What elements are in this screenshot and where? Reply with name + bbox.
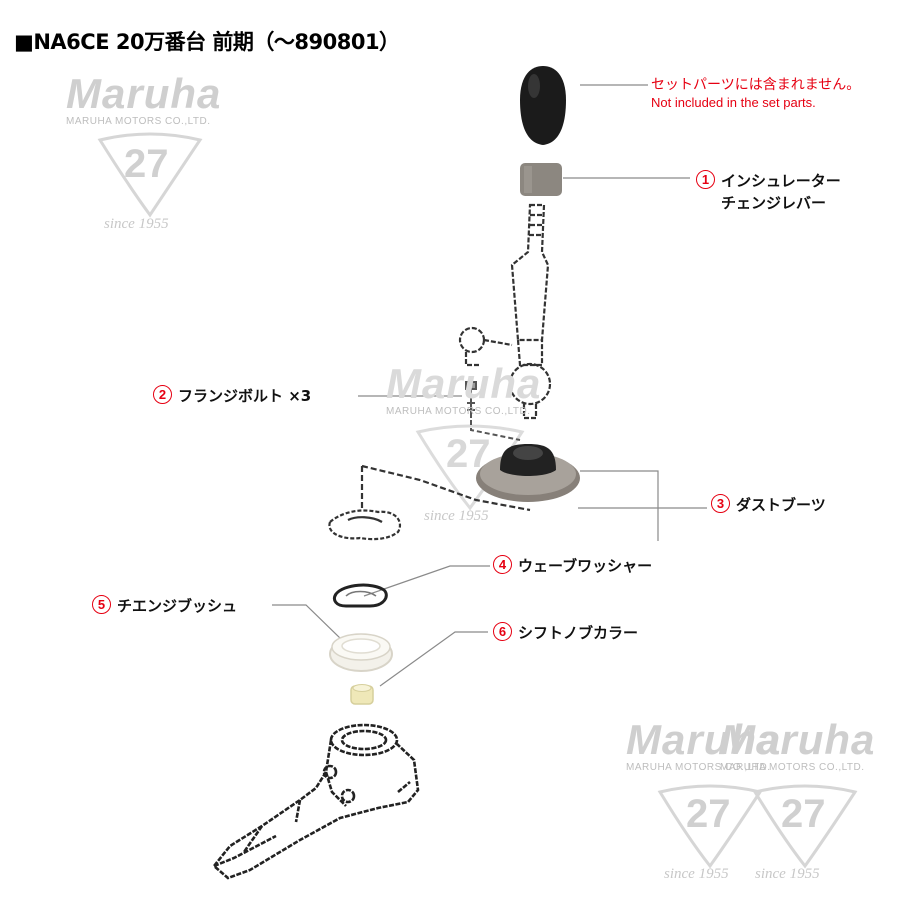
boot-gasket-outline — [328, 464, 531, 541]
dust-boot — [476, 444, 580, 502]
shift-lever-drawing — [458, 203, 552, 420]
leader-part-5 — [272, 604, 343, 641]
leader-lines — [272, 84, 707, 687]
not-included-note-jp: セットパーツには含まれません。 — [651, 77, 861, 93]
part-label-1: 1 インシュレーター チェンジレバー — [696, 170, 841, 214]
part-number-2: 2 — [153, 385, 172, 404]
part-name-3: ダストブーツ — [736, 496, 826, 514]
part-label-2: 2 フランジボルト ×3 — [153, 385, 311, 407]
part-label-6: 6 シフトノブカラー — [493, 622, 638, 644]
leader-part-6 — [379, 631, 488, 687]
shift-lever-housing-drawing — [212, 723, 420, 880]
shift-knob-collar — [350, 684, 374, 705]
watermark-badge-top-left — [97, 132, 203, 218]
not-included-note: セットパーツには含まれません。 Not included in the set … — [651, 77, 860, 111]
leader-part-3 — [580, 470, 659, 541]
part-label-5: 5 チエンジブッシュ — [92, 595, 237, 617]
part-number-1: 1 — [696, 170, 715, 189]
part-number-5: 5 — [92, 595, 111, 614]
part-number-3: 3 — [711, 494, 730, 513]
part-name-6: シフトノブカラー — [518, 624, 639, 642]
watermark-badge-bottom-right-b — [752, 784, 858, 869]
part-name-1-line2: チェンジレバー — [721, 194, 827, 212]
shift-knob — [520, 66, 566, 145]
part-number-4: 4 — [493, 555, 512, 574]
watermark-badge-bottom-right-a — [657, 784, 763, 869]
part-label-4: 4 ウェーブワッシャー — [493, 555, 652, 577]
not-included-note-en: Not included in the set parts. — [651, 95, 816, 110]
part-name-5: チエンジブッシュ — [117, 597, 238, 615]
leader-part-4 — [363, 565, 490, 597]
part-number-6: 6 — [493, 622, 512, 641]
wave-washer — [332, 583, 388, 608]
page-title: ■NA6CE 20万番台 前期（〜890801） — [14, 30, 400, 54]
part-name-4: ウェーブワッシャー — [518, 557, 653, 575]
part-label-3: 3 ダストブーツ — [711, 494, 826, 516]
insulator-change-lever — [520, 163, 562, 196]
part-name-1-line1: インシュレーター — [721, 172, 841, 190]
part-name-2: フランジボルト ×3 — [178, 387, 312, 405]
change-bushing — [329, 633, 393, 672]
flange-bolt — [465, 381, 521, 441]
